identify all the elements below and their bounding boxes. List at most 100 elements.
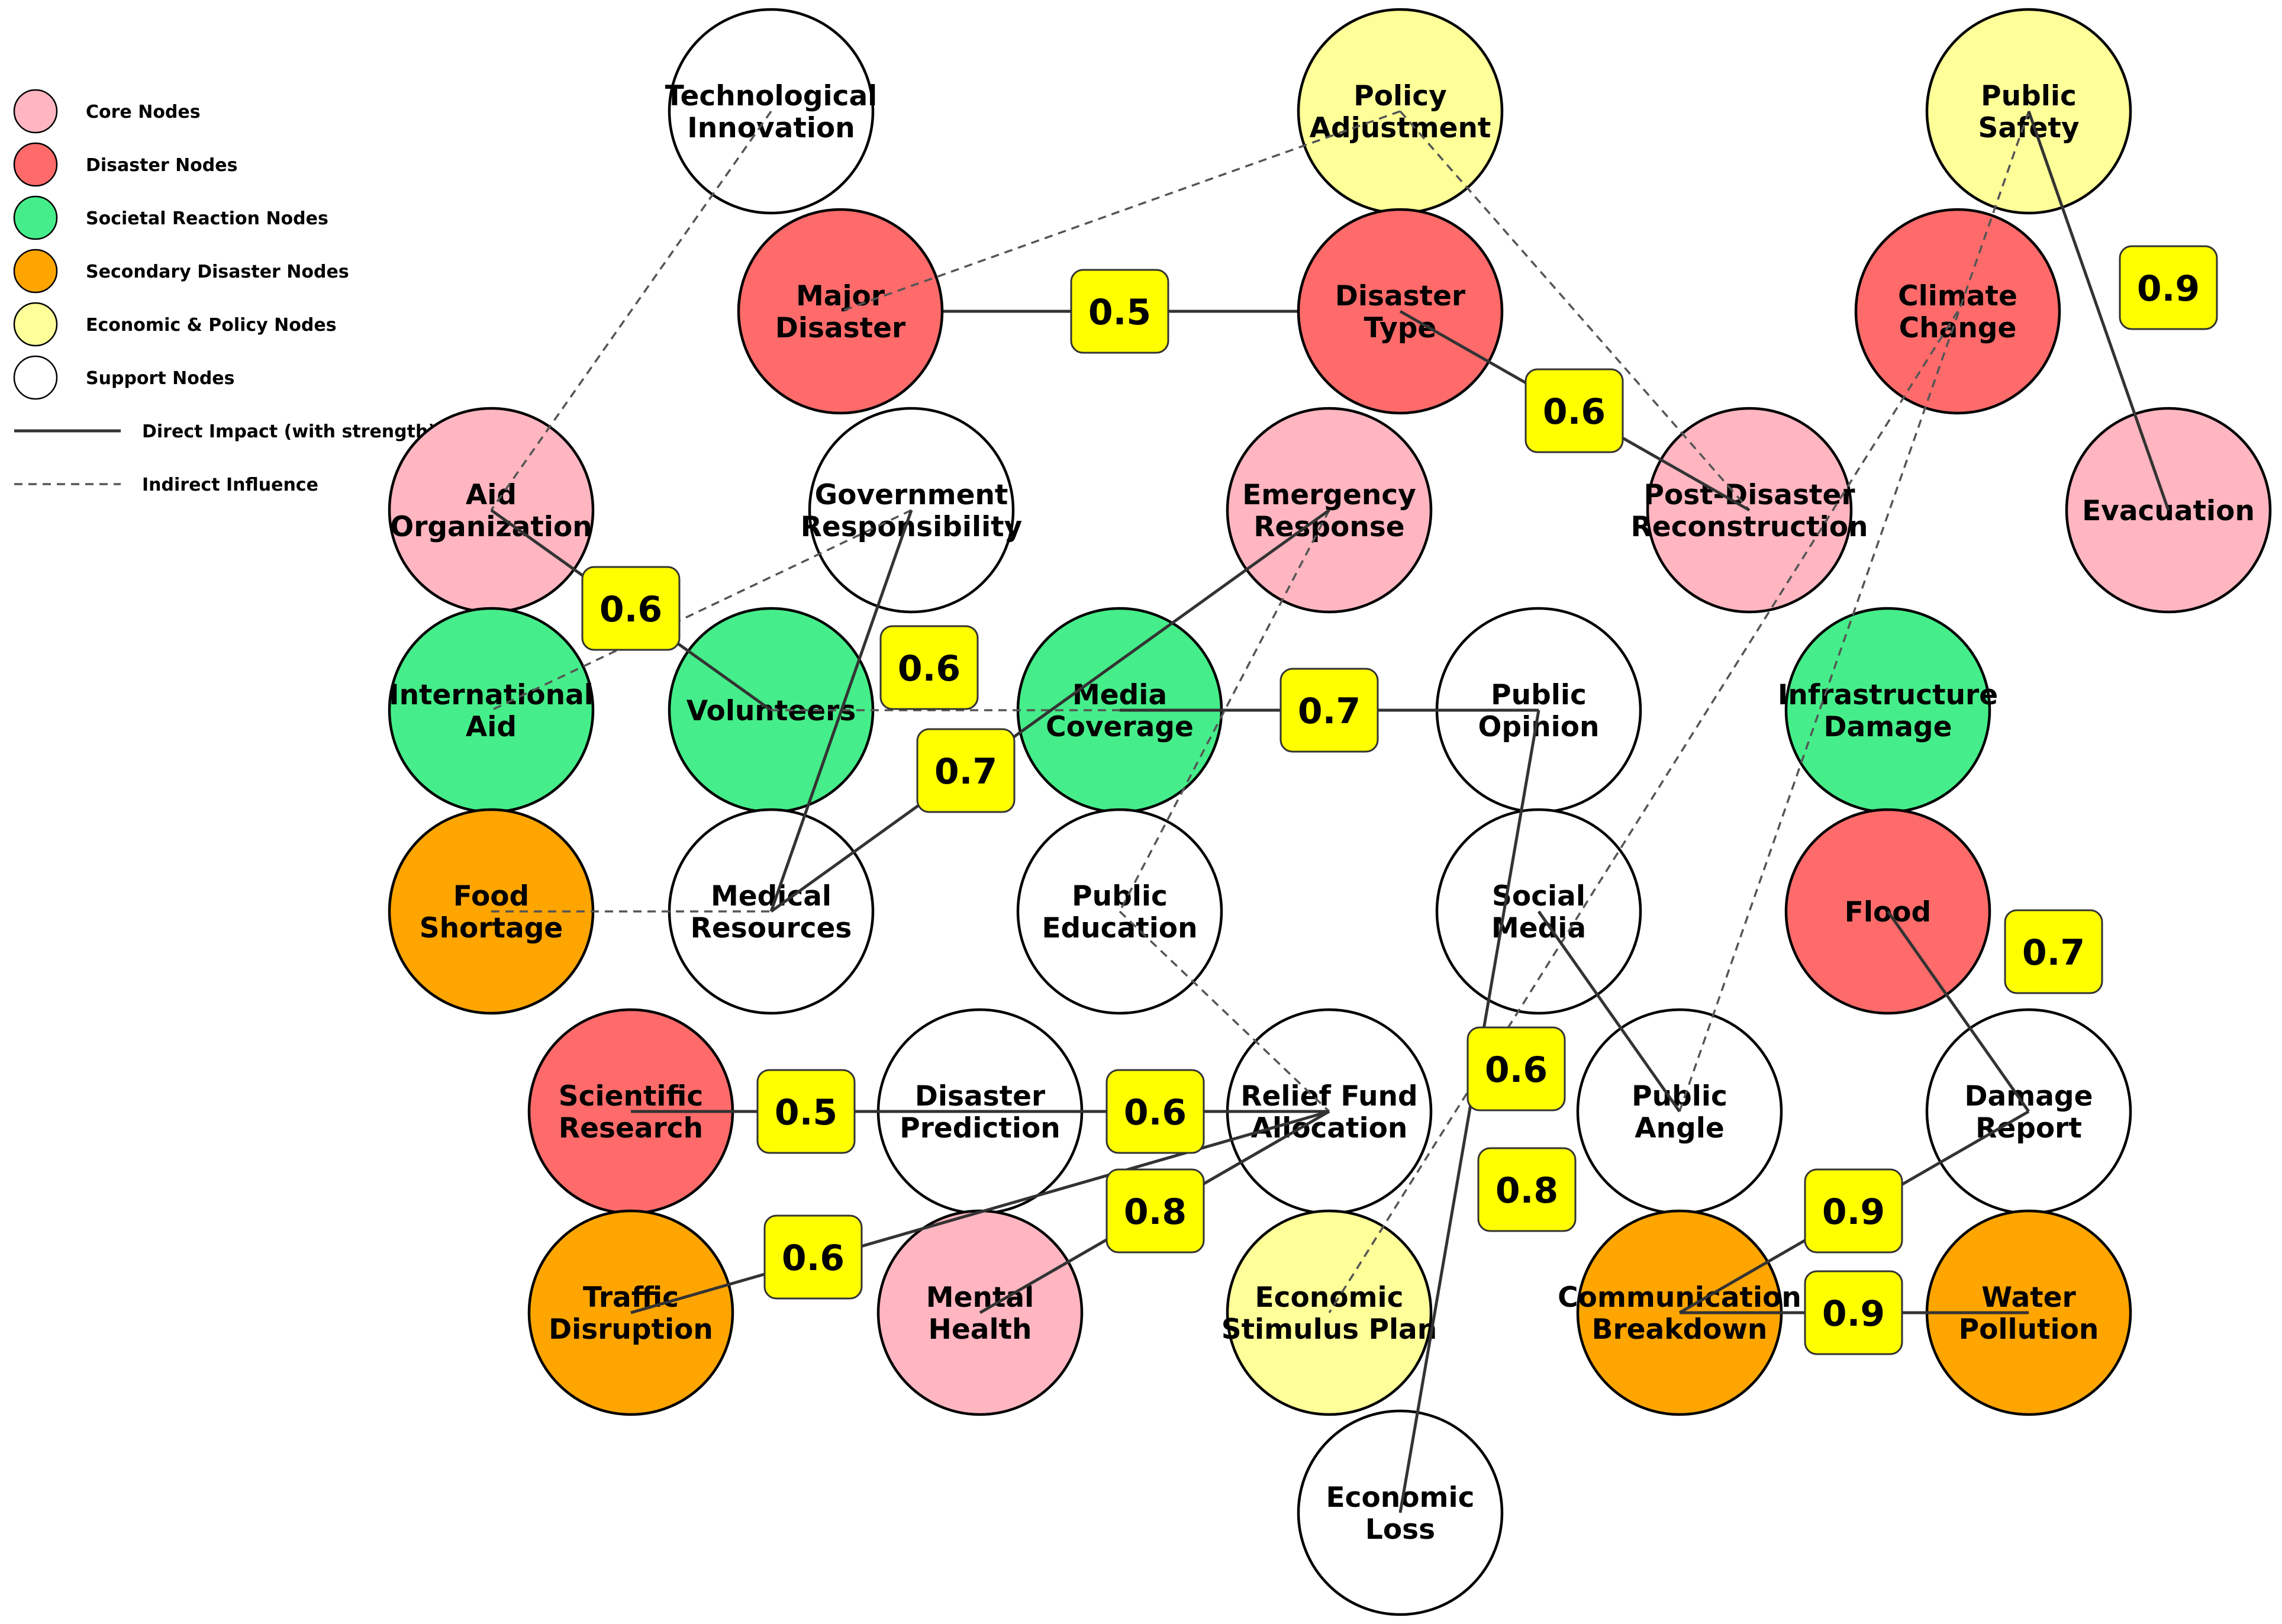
weight-value: 0.6 <box>1543 391 1606 433</box>
node-label: Public <box>1632 1080 1727 1113</box>
weight-box <box>756 1069 856 1154</box>
legend-swatch-core <box>13 89 58 134</box>
legend-item-economic: Economic & Policy Nodes <box>13 302 337 347</box>
weight-box <box>581 566 681 651</box>
node-label: Resources <box>691 912 852 945</box>
weight-box <box>2004 909 2103 994</box>
legend-item-core: Core Nodes <box>13 89 201 134</box>
node-label: Water <box>1981 1281 2076 1314</box>
legend-swatch-societal <box>13 195 58 240</box>
node-label: Safety <box>1978 112 2080 144</box>
weight-value: 0.6 <box>782 1238 845 1279</box>
weight-value: 0.7 <box>1298 691 1361 732</box>
weight-label: 0.9 <box>1804 1270 1903 1355</box>
legend-swatch-support <box>13 355 58 400</box>
node-label: Disaster <box>1335 280 1466 312</box>
weight-label: 0.6 <box>1466 1026 1566 1111</box>
node-label: Economic <box>1255 1281 1404 1314</box>
weight-box <box>1804 1270 1903 1355</box>
direct-edge-gov-medres <box>769 510 913 912</box>
weight-value: 0.5 <box>775 1092 837 1133</box>
weight-label: 0.6 <box>763 1214 863 1300</box>
weight-box <box>1466 1026 1566 1111</box>
legend-label: Economic & Policy Nodes <box>86 315 337 336</box>
node-label: Report <box>1975 1112 2082 1145</box>
legend-item-direct: Direct Impact (with strength) <box>14 421 436 442</box>
weight-label: 0.5 <box>756 1069 856 1154</box>
weight-box <box>1524 368 1624 453</box>
legend-item-indirect: Indirect Influence <box>14 475 318 495</box>
node-label: Pollution <box>1959 1313 2099 1346</box>
direct-edge-popinion-econloss <box>1398 710 1540 1513</box>
node-label: Damage <box>1824 711 1952 743</box>
legend-item-societal: Societal Reaction Nodes <box>13 195 328 240</box>
weight-label: 0.8 <box>1105 1168 1205 1254</box>
indirect-edge-climate-econstim <box>1328 311 1959 1313</box>
weight-value: 0.6 <box>599 589 662 630</box>
weight-value: 0.5 <box>1088 292 1151 333</box>
legend-indirect-label: Indirect Influence <box>142 475 318 495</box>
weight-label: 0.7 <box>916 728 1016 813</box>
node-label: Health <box>929 1313 1032 1346</box>
weight-value: 0.8 <box>1495 1170 1558 1211</box>
weight-value: 0.6 <box>1485 1049 1548 1091</box>
node-label: Disaster <box>775 312 906 344</box>
legend-label: Secondary Disaster Nodes <box>86 262 349 282</box>
legend-item-support: Support Nodes <box>13 355 235 400</box>
weight-labels: 0.5 0.6 0.9 0.6 0.6 0.7 0.7 0.7 0.6 0.5 0.6 0.8 0.8 0… <box>581 245 2218 1355</box>
node-label: Innovation <box>687 112 855 144</box>
weight-value: 0.7 <box>2022 932 2085 974</box>
node-label: Disaster <box>915 1080 1046 1113</box>
nodes: TechnologicalInnovationPolicyAdjustmentP… <box>388 8 2272 1616</box>
weight-value: 0.9 <box>1822 1293 1885 1335</box>
weight-box <box>916 728 1016 813</box>
legend-label: Core Nodes <box>86 102 201 123</box>
node-label: Disruption <box>549 1313 713 1346</box>
legend-swatch-disaster <box>13 142 58 187</box>
node-label: Education <box>1042 912 1197 945</box>
node-label: Scientific <box>559 1080 703 1113</box>
weight-box <box>1279 668 1379 753</box>
weight-box <box>1105 1069 1205 1154</box>
legend-label: Disaster Nodes <box>86 155 237 176</box>
weight-label: 0.6 <box>1524 368 1624 453</box>
node-label: Government <box>815 479 1008 511</box>
direct-edge-safety-evac <box>2027 111 2170 511</box>
node-label: Coverage <box>1046 711 1194 743</box>
node-label: Responsibility <box>801 511 1023 543</box>
legend-label: Support Nodes <box>86 368 235 389</box>
weight-value: 0.9 <box>1822 1191 1885 1233</box>
legend-swatch-economic <box>13 302 58 347</box>
legend-label: Societal Reaction Nodes <box>86 208 328 229</box>
node-label: Research <box>559 1112 703 1145</box>
node-label: Major <box>796 280 885 312</box>
node-label: Food <box>453 880 529 913</box>
node-label: Breakdown <box>1592 1313 1768 1346</box>
indirect-edge-pubedu-relief <box>1119 910 1330 1113</box>
node-label: Response <box>1253 511 1404 543</box>
indirect-edge-emerg-pubedu <box>1119 510 1330 912</box>
node-label: Shortage <box>420 912 563 945</box>
node-label: Adjustment <box>1310 112 1491 144</box>
node-label: Public <box>1491 679 1587 711</box>
weight-label: 0.6 <box>879 625 979 710</box>
legend-item-disaster: Disaster Nodes <box>13 142 237 187</box>
edge-overlay <box>490 110 2170 1513</box>
direct-edge-social-pangle <box>1537 910 1681 1113</box>
node-label: Aid <box>466 711 517 743</box>
node-label: International <box>389 679 594 711</box>
node-label: Organization <box>390 511 592 543</box>
weight-value: 0.7 <box>934 751 997 792</box>
node-label: Damage <box>1965 1080 2093 1113</box>
indirect-edge-gov-intl <box>491 509 912 711</box>
node-label: Public <box>1072 880 1168 913</box>
weight-label: 0.7 <box>1279 668 1379 753</box>
direct-edge-relief-traffic <box>630 1110 1330 1314</box>
legend-item-secondary: Secondary Disaster Nodes <box>13 249 349 294</box>
